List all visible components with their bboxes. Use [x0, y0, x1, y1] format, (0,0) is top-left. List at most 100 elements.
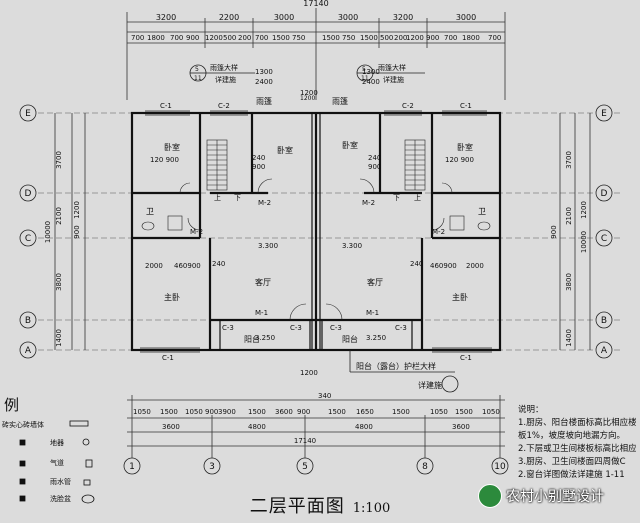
- win-c1-d: C-1: [460, 354, 472, 362]
- notes-line-5: 2.窗台详图做法详建施 1-11: [518, 470, 625, 480]
- vdim-l-10000: 10000: [44, 221, 52, 243]
- room-master-1: 主卧: [164, 292, 180, 302]
- dim-bot1-7: 900: [297, 408, 310, 416]
- win-c3-d: C-3: [395, 324, 407, 332]
- dim-bot1-5: 1500: [248, 408, 266, 416]
- room-living-1: 客厅: [255, 277, 271, 287]
- dim-900-b: 900: [368, 163, 381, 171]
- vdim-l-2100: 2100: [55, 207, 63, 225]
- elev-1: 3.300: [258, 242, 278, 250]
- watermark: 农村小别墅设计: [478, 484, 604, 508]
- dim-top-5: 3200: [393, 13, 413, 22]
- axis-col-8: 8: [422, 462, 428, 472]
- elev-4: 3.250: [366, 334, 386, 342]
- balcony-detail-title: 阳台（露台）护栏大样: [356, 361, 436, 371]
- dim-top2-8: 1500: [272, 34, 290, 42]
- dim-1300-a: 1300: [255, 68, 273, 76]
- design-notes: 说明： 1.厨房、阳台楼面标高比相应楼 板1%，坡度坡向地漏方向。 2.下层或卫…: [518, 404, 636, 482]
- dim-bot1-1: 1500: [160, 408, 178, 416]
- dim-240-c: 240: [212, 260, 225, 268]
- dim-2000-b: 2000: [466, 262, 484, 270]
- dim-top-overall: 17140: [303, 0, 328, 8]
- dim-2400-a: 2400: [255, 78, 273, 86]
- balcony-detail-ref: 详建施: [418, 380, 442, 390]
- legend-symbols: [19, 420, 95, 504]
- legend-item-floor-drain: 地器: [50, 439, 64, 447]
- axis-d-left: D: [25, 189, 32, 199]
- win-c1-a: C-1: [160, 102, 172, 110]
- notes-line-1: 1.厨房、阳台楼面标高比相应楼: [518, 418, 636, 428]
- dim-top2-12: 1500: [360, 34, 378, 42]
- dim-top2-4: 1200: [205, 34, 223, 42]
- vdim-r-10000: 10000: [580, 231, 588, 253]
- detail-num-2b: 11: [361, 75, 369, 82]
- dim-240-a: 240: [252, 154, 265, 162]
- dim-top-1: 3200: [156, 13, 176, 22]
- wechat-logo-icon: [478, 484, 502, 508]
- dim-bot2-1: 4800: [248, 423, 266, 431]
- dim-top2-17: 700: [444, 34, 457, 42]
- canopy-detail-title-1: 雨篷大样: [210, 63, 238, 72]
- center-bot-dim2: 340: [318, 392, 331, 400]
- dim-120900-b: 120 900: [445, 156, 474, 164]
- axis-bubbles: [19, 104, 613, 475]
- axis-col-3: 3: [209, 462, 215, 472]
- door-m2-d: M-2: [432, 228, 445, 236]
- dim-240-d: 240: [410, 260, 423, 268]
- win-c2-a: C-2: [218, 102, 230, 110]
- vdim-r-1200: 1200: [580, 201, 588, 219]
- dim-bot1-4: 3900: [218, 408, 236, 416]
- axis-a-right: A: [601, 346, 608, 356]
- dim-top2-13: 500: [380, 34, 393, 42]
- vdim-r-1400: 1400: [565, 329, 573, 347]
- watermark-text: 农村小别墅设计: [506, 489, 604, 505]
- room-master-2: 主卧: [452, 292, 468, 302]
- axis-c-right: C: [601, 234, 607, 244]
- canopy-detail-ref-2: 详建施: [383, 75, 404, 84]
- door-m1-a: M-1: [255, 309, 268, 317]
- door-swings: [179, 178, 453, 321]
- room-bedroom-3: 卧室: [342, 140, 358, 150]
- canopy-detail-title-2: 雨篷大样: [378, 63, 406, 72]
- drawing-title: 二层平面图 1:100: [0, 492, 640, 518]
- dim-top-3: 3000: [274, 13, 294, 22]
- dim-bot2-0: 3600: [162, 423, 180, 431]
- legend-item-washbasin: 洗脸盆: [50, 495, 71, 503]
- dim-top2-9: 750: [292, 34, 305, 42]
- top-dimension-lines: [126, 8, 506, 100]
- axis-b-right: B: [601, 316, 607, 326]
- drawing-scale: 1:100: [352, 501, 391, 516]
- notes-heading: 说明：: [518, 405, 544, 415]
- axis-e-right: E: [601, 109, 607, 119]
- center-mid-dim: 1200: [300, 95, 315, 102]
- drawing-title-text: 二层平面图: [249, 496, 345, 517]
- door-m1-b: M-1: [366, 309, 379, 317]
- vdim-r-900: 900: [550, 225, 558, 238]
- dim-bot1-11: 1050: [430, 408, 448, 416]
- dim-top2-18: 1800: [462, 34, 480, 42]
- win-c3-a: C-3: [222, 324, 234, 332]
- stair-down-1: 下: [234, 194, 241, 202]
- detail-num-1: 5: [195, 66, 199, 73]
- dim-bot1-2: 1050: [185, 408, 203, 416]
- dim-bot-overall: 17140: [294, 437, 316, 445]
- dim-bot1-8: 1500: [328, 408, 346, 416]
- legend-item-air-duct: 气道: [50, 459, 64, 467]
- dim-top2-11: 750: [342, 34, 355, 42]
- dim-top2-6: 200: [238, 34, 251, 42]
- dim-top2-0: 700: [131, 34, 144, 42]
- balcony-detail-callout: [349, 350, 459, 393]
- room-living-2: 客厅: [367, 277, 383, 287]
- axis-a-left: A: [25, 346, 32, 356]
- dim-900-a: 900: [252, 163, 265, 171]
- detail-num-2: 5: [362, 66, 366, 73]
- notes-line-2: 板1%，坡度坡向地漏方向。: [518, 431, 625, 441]
- stair-down-2: 下: [393, 194, 400, 202]
- vdim-r-3700: 3700: [565, 151, 573, 169]
- room-bedroom-1: 卧室: [164, 142, 180, 152]
- dim-460900-b: 460900: [430, 262, 457, 270]
- dim-bot2-3: 3600: [452, 423, 470, 431]
- elev-3: 3.250: [255, 334, 275, 342]
- dim-bot1-3: 900: [205, 408, 218, 416]
- dim-top2-7: 700: [255, 34, 268, 42]
